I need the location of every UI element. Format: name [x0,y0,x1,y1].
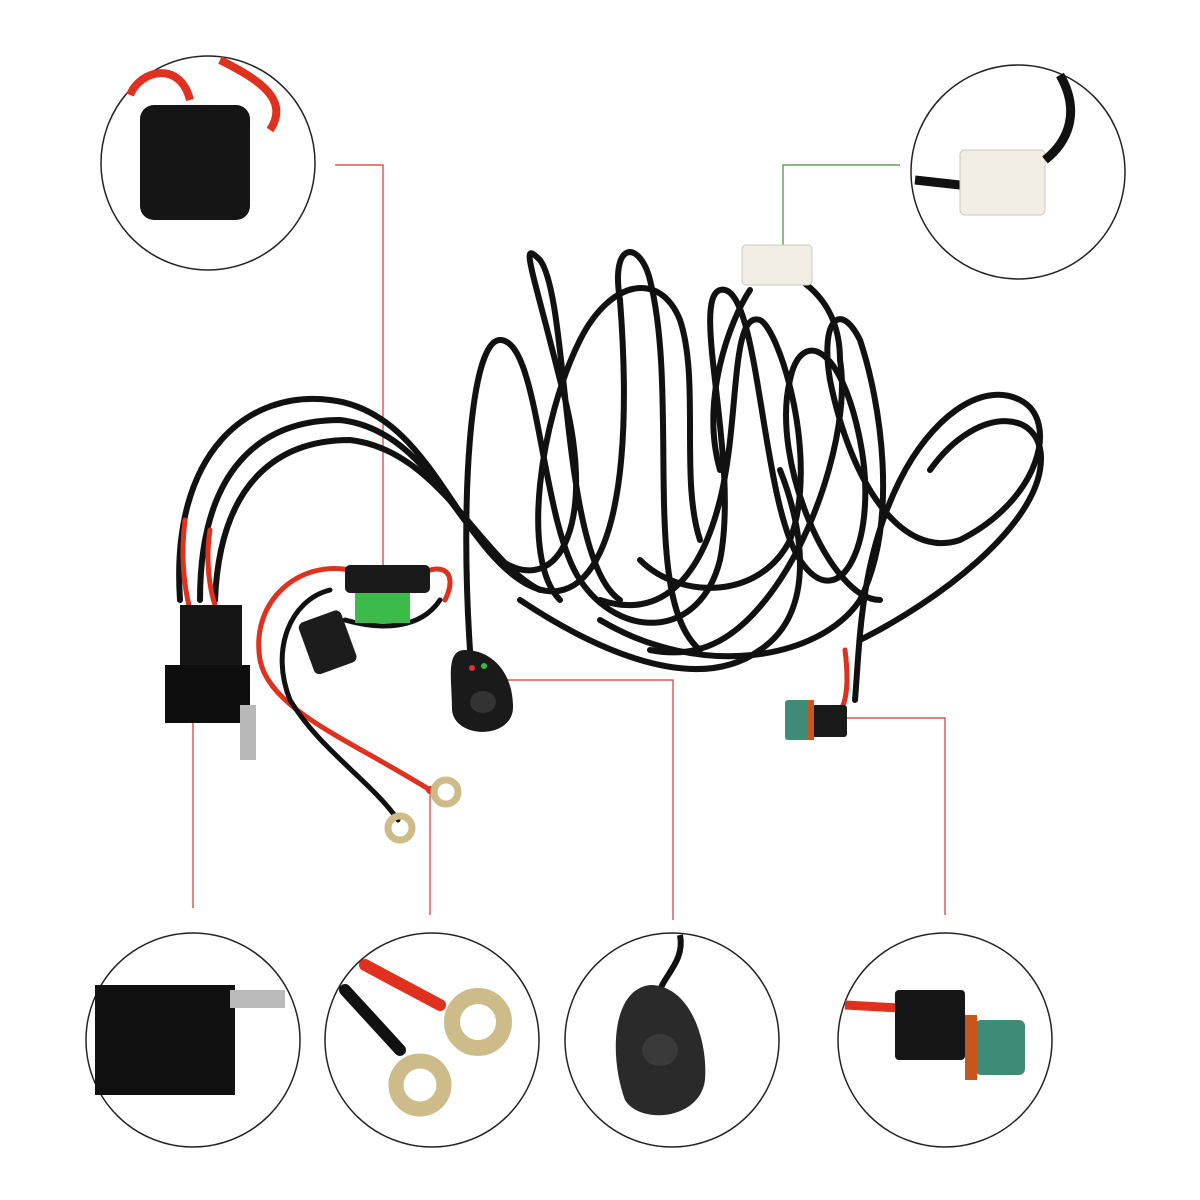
wire-bundle [176,249,1044,703]
ring-terminals [384,776,462,844]
callout-line-switch [468,679,674,920]
fuse-holder [298,565,430,675]
relay [165,605,256,760]
rocker-switch [450,650,514,732]
detail-terminals [324,932,540,1148]
callout-line-connector [827,717,946,915]
dt-connector [785,700,847,740]
callout-line-fuse [335,164,384,578]
callout-line-plug [782,164,900,258]
white-plug-connector [741,244,813,286]
